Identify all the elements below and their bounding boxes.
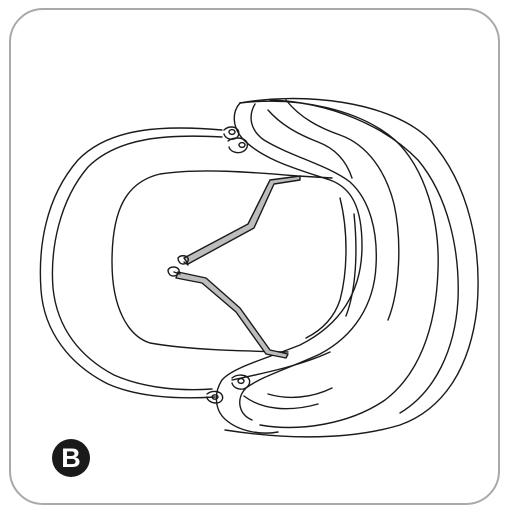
rear-flap-inner-2: [239, 103, 377, 421]
rear-flap-fold-line: [267, 109, 353, 179]
liner-inner-opening: [111, 170, 333, 353]
front-clip-bottom: [231, 374, 251, 390]
front-clip-bottom-2-hole: [211, 394, 219, 400]
front-clip-top-hole: [228, 128, 236, 136]
rear-flap-outer: [224, 97, 479, 438]
rear-flap-bottom-crease-2: [267, 387, 333, 399]
rear-flap-edge-1: [239, 100, 439, 429]
front-clip-bottom-2: [206, 390, 224, 404]
rear-flap-fold-line-4: [345, 213, 357, 317]
liner-outer-edge: [39, 127, 223, 399]
rear-flap-fold-line-3: [305, 197, 347, 339]
figure-label-badge: B: [52, 439, 90, 477]
rear-flap-seam: [231, 351, 331, 381]
front-clip-top-2: [227, 137, 249, 154]
strap-buckle-upper: [177, 255, 189, 265]
strap-buckle-upper-pin: [183, 261, 189, 266]
strap-buckle-lower: [167, 266, 180, 277]
rear-flap-bottom-crease: [243, 395, 319, 410]
strap-upper: [183, 175, 301, 265]
front-clip-top-2-hole: [238, 141, 246, 149]
strap-buckle-lower-pin: [173, 271, 181, 275]
rear-flap-fold-line-2: [285, 99, 400, 321]
front-clip-bottom-hole: [237, 377, 245, 385]
chin-strap-icon: [167, 175, 301, 359]
figure-frame: [9, 8, 500, 505]
strap-lower: [175, 271, 289, 359]
front-clip-top: [223, 126, 240, 140]
rear-flap-edge-2: [269, 99, 459, 414]
liner-outer-edge-inner: [51, 135, 223, 391]
